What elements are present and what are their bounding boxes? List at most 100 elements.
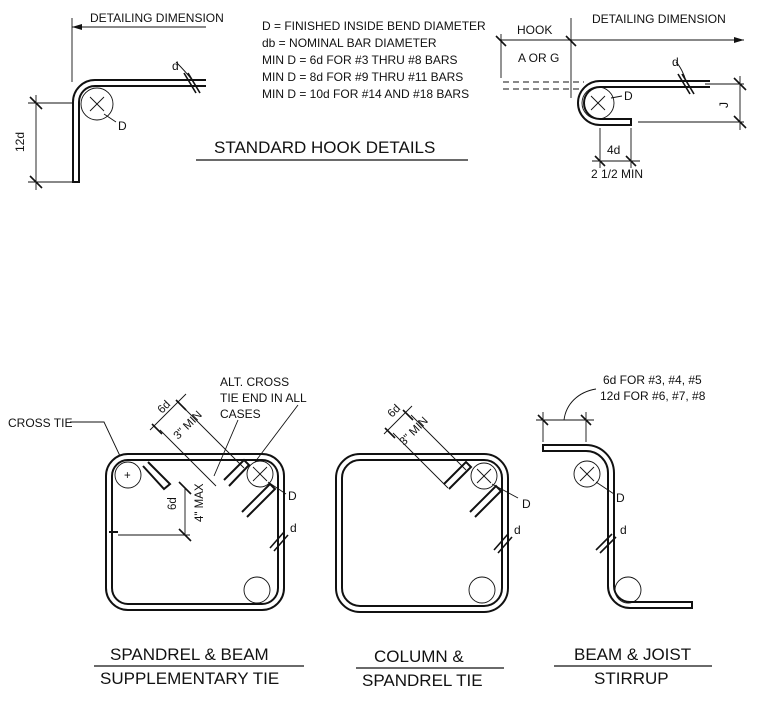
label-3min: 3" MIN: [172, 409, 205, 442]
caption-spandrel-1: SPANDREL & BEAM: [110, 645, 269, 664]
bar-dia-tick: [493, 533, 509, 551]
corner-bar: [114, 461, 142, 489]
dim-line-6d: [383, 405, 413, 435]
tie-inner: [111, 459, 279, 605]
dim-tick: [625, 155, 637, 167]
ext-4d-label: 4d: [607, 143, 620, 157]
column-spandrel-tie: D d 6d 3" MIN COLUMN & SPANDREL TIE: [335, 403, 531, 690]
bend-diameter-notes: D = FINISHED INSIDE BEND DIAMETER db = N…: [262, 19, 486, 101]
a-or-g-label: A OR G: [518, 51, 559, 65]
caption-column-1: COLUMN &: [374, 647, 464, 666]
hook-leg: [469, 484, 503, 518]
corner-bar-mark: +: [124, 470, 131, 482]
leader-line: [103, 113, 117, 123]
dim-tick: [178, 481, 192, 495]
circle-cross: [590, 95, 606, 111]
beam-joist-stirrup: D d 6d FOR #3, #4, #5 12d FOR #6, #7, #8…: [536, 373, 712, 688]
leader-line: [675, 61, 687, 82]
bar-dia-tick: [681, 73, 695, 95]
note-line-3: MIN D = 6d FOR #3 THRU #8 BARS: [262, 53, 458, 67]
circle-cross: [89, 96, 105, 112]
alt-cross-line-1: ALT. CROSS: [220, 375, 289, 389]
detailing-dimension-label-2: DETAILING DIMENSION: [592, 12, 726, 26]
caption-spandrel-2: SUPPLEMENTARY TIE: [100, 669, 279, 688]
dim-tick: [594, 155, 606, 167]
note-line-5: MIN D = 10d FOR #14 AND #18 BARS: [262, 87, 469, 101]
bar-dia-tick: [677, 73, 691, 95]
bar-dia-label: d: [172, 59, 179, 73]
dim-line-6d: [149, 393, 187, 431]
corner-bar: [468, 576, 496, 604]
bar-dia-tick: [187, 72, 201, 94]
bend-diameter-circle: [581, 86, 615, 120]
hook-bar: [577, 80, 710, 126]
dim-tick: [733, 77, 747, 91]
tie-inner: [341, 459, 503, 607]
tie-outer: [105, 453, 285, 611]
leader-line: [563, 388, 597, 421]
dim-tick: [537, 414, 549, 426]
label-D-3: D: [616, 491, 625, 505]
bar-dia-tick: [269, 531, 285, 549]
ext-line-1: 6d FOR #3, #4, #5: [603, 373, 702, 387]
arrow-head: [72, 24, 82, 30]
label-d-1: d: [290, 521, 297, 535]
bend-diameter-label: D: [118, 119, 127, 133]
dim-tick: [151, 423, 163, 435]
label-3min-col: 3" MIN: [398, 415, 431, 448]
alt-cross-leader: [213, 419, 239, 477]
corner-bar: [246, 460, 274, 488]
cross-tie-leader: [70, 421, 121, 457]
cross-tie-label: CROSS TIE: [8, 416, 72, 430]
circle-cross: [476, 468, 492, 484]
ext-min-label: 2 1/2 MIN: [591, 167, 643, 181]
corner-bar: [470, 462, 498, 490]
bend-diameter-label-2: D: [624, 89, 633, 103]
j-label: J: [717, 102, 731, 108]
hook-details-title: STANDARD HOOK DETAILS: [214, 138, 435, 157]
bar-dia-tick: [497, 536, 513, 554]
caption-beam-2: STIRRUP: [594, 669, 669, 688]
leader-line: [491, 483, 519, 499]
alt-cross-leader: [254, 404, 299, 463]
corner-bar: [243, 576, 271, 604]
label-4max: 4" MAX: [194, 483, 206, 522]
dim-extension-line: [410, 414, 467, 471]
corner-bar: [573, 460, 601, 488]
dim-extension-line: [392, 432, 449, 489]
dim-tick: [384, 427, 396, 439]
label-D-1: D: [288, 489, 297, 503]
leader-line: [595, 481, 615, 495]
leader-line: [610, 95, 623, 99]
leader-line: [267, 481, 287, 495]
hook-bar: [72, 79, 206, 183]
alt-cross-line-2: TIE END IN ALL: [220, 391, 307, 405]
hook-leg: [142, 461, 172, 491]
dim-tick: [402, 409, 414, 421]
hook-leg: [241, 482, 277, 518]
stirrup-bar: [542, 444, 693, 609]
note-line-4: MIN D = 8d FOR #9 THRU #11 BARS: [262, 70, 463, 84]
bend-diameter-circle: [80, 87, 114, 121]
spandrel-beam-tie: + D d 6d 3" MIN 6d 4" MAX CROSS TIE: [8, 375, 307, 688]
label-d-3: d: [620, 523, 627, 537]
label-d-2: d: [514, 523, 521, 537]
leader-line: [175, 61, 193, 81]
bar-dia-tick: [183, 72, 197, 94]
bar-dia-tick: [273, 534, 289, 552]
dim-extension-line: [182, 406, 245, 469]
arrow-head: [734, 37, 744, 43]
detailing-dimension-label: DETAILING DIMENSION: [90, 11, 224, 25]
hook-90-detail: DETAILING DIMENSION D d 12d: [13, 11, 224, 190]
label-6d-side: 6d: [167, 497, 179, 510]
hook-leg: [443, 460, 473, 490]
alt-cross-line-3: CASES: [220, 407, 261, 421]
length-12d-label: 12d: [13, 132, 27, 152]
hook-leg: [223, 458, 251, 487]
note-line-2: db = NOMINAL BAR DIAMETER: [262, 36, 437, 50]
dim-tick: [580, 414, 592, 426]
bar-dia-tick: [595, 533, 613, 551]
label-6d-top: 6d: [156, 399, 174, 417]
